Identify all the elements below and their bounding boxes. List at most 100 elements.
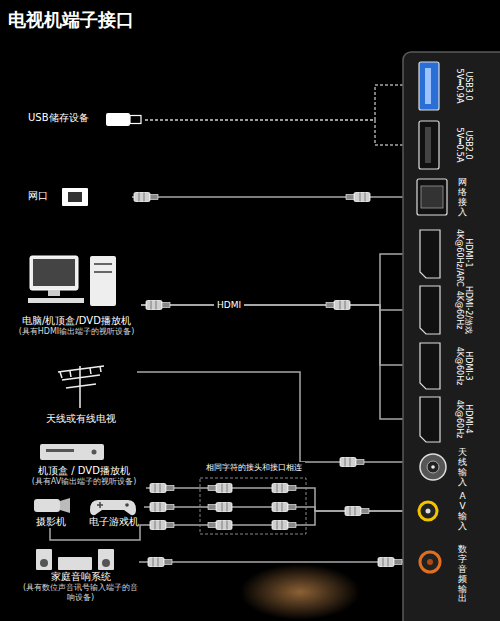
cable (145, 85, 414, 120)
digital-audio-port-pin (427, 559, 433, 565)
device-box: 摄影机 (22, 495, 80, 528)
port-label-box: 天线输入 (414, 446, 498, 490)
rca-plug (208, 484, 232, 493)
port-label: HDMI-4 4K@60Hz (455, 397, 473, 441)
title: 电视机端子接口 (8, 8, 134, 32)
antenna-port (420, 454, 446, 480)
ethernet-port (417, 179, 447, 215)
hdmi-port (420, 343, 440, 389)
device-name: 电脑/机顶盒/DVD播放机 (12, 314, 141, 327)
cable (139, 561, 414, 563)
speaker (36, 549, 52, 570)
cable-plug (146, 301, 170, 310)
port-label: HDMI-3 4K@60Hz (455, 343, 473, 389)
device-note: (具有HDMI输出端子的视听设备) (12, 327, 141, 337)
note-label: 相同字符的接头和接口相连 (203, 462, 305, 474)
cable-label: HDMI (214, 299, 244, 311)
network-icon (62, 188, 88, 206)
port-label: HDMI-1 4K@60Hz/ARC (455, 229, 473, 277)
cable-plug (346, 193, 370, 202)
av-port-pin (426, 509, 431, 514)
usb-stick-body (106, 113, 130, 126)
port-label: AV输入 (458, 492, 467, 532)
device-box: 电子游戏机 (84, 495, 144, 528)
cable-plug (148, 558, 172, 567)
cable-plug (134, 193, 158, 202)
speaker (98, 549, 114, 570)
cable (141, 305, 414, 419)
dvd-tray (46, 449, 74, 452)
device-name: 电子游戏机 (84, 515, 144, 528)
device-box: 天线或有线电视 (25, 362, 137, 425)
antenna (58, 366, 104, 408)
camera (34, 499, 60, 512)
antenna-port-inner (427, 461, 439, 473)
port-label-box: USB2.0 5V⎓0.5A (414, 117, 498, 173)
rca-plug (208, 521, 232, 530)
rca-plug (345, 507, 369, 516)
cable-plug (326, 301, 350, 310)
port-label-box: USB3.0 5V⎓0.9A (414, 58, 498, 114)
monitor-stand (48, 290, 60, 296)
ethernet-notch (421, 186, 443, 208)
pc-tower (90, 256, 116, 306)
cable-plug (340, 458, 364, 467)
usb3-tongue (425, 68, 431, 104)
watermark-glow (240, 564, 360, 620)
pc-tower-slot (94, 263, 112, 265)
device-name: 网口 (28, 189, 72, 202)
usb2-port (419, 121, 439, 169)
av-port (419, 502, 437, 520)
monitor-screen (33, 259, 75, 286)
port-label: USB3.0 5V⎓0.9A (455, 61, 473, 111)
rca-plug (272, 503, 296, 512)
dvd-player (40, 444, 104, 460)
rca-plug (150, 503, 174, 512)
usb3-port (419, 62, 439, 110)
device-box: 家庭音响系统(具有数位声音讯号输入端子的音响设备) (22, 546, 139, 603)
cable (137, 372, 414, 462)
port-label-box: HDMI-4 4K@60Hz (414, 394, 498, 444)
port-label-box: HDMI-3 4K@60Hz (414, 340, 498, 392)
rca-plug (208, 503, 232, 512)
rca-plug (150, 484, 174, 493)
hdmi-port (420, 397, 440, 442)
port-label: USB2.0 5V⎓0.5A (455, 120, 473, 170)
camera-lens (60, 498, 70, 513)
cable (141, 254, 414, 305)
rca-bracket (200, 478, 306, 534)
antenna-port-pin (431, 465, 435, 469)
device-note: (具有数位声音讯号输入端子的音响设备) (22, 583, 139, 603)
device-box: 电脑/机顶盒/DVD播放机(具有HDMI输出端子的视听设备) (12, 250, 141, 337)
network-icon-socket (68, 192, 82, 202)
dvd-button (92, 450, 97, 455)
port-label: HDMI-2/游戏 4K@60Hz (455, 285, 473, 335)
hdmi-port (420, 230, 440, 278)
port-label: 网络接入 (458, 178, 467, 218)
device-name: 摄影机 (22, 515, 80, 528)
tv-panel (403, 52, 500, 621)
device-box: 网口 (28, 189, 132, 202)
rca-plug (272, 484, 296, 493)
device-note: (具有AV输出端子的视听设备) (22, 477, 146, 487)
port-label-box: 网络接入 (414, 176, 498, 220)
device-name: USB储存设备 (28, 111, 107, 124)
usb2-tongue (425, 127, 431, 163)
hdmi-port (420, 286, 440, 334)
pc-tower-slot (94, 271, 112, 273)
rca-plug (272, 521, 296, 530)
device-name: 天线或有线电视 (25, 412, 137, 425)
speaker-cone (40, 559, 48, 567)
digital-audio-port (420, 552, 440, 572)
port-label: 数字音频输出 (458, 545, 467, 604)
monitor (30, 256, 78, 290)
port-label-box: HDMI-2/游戏 4K@60Hz (414, 282, 498, 338)
port-label-box: 数字音频输出 (414, 536, 498, 614)
controller-button (125, 503, 129, 507)
usb-stick-plug (130, 116, 141, 124)
port-label-box: AV输入 (414, 491, 498, 533)
device-box: 机顶盒 / DVD播放机(具有AV输出端子的视听设备) (22, 440, 146, 487)
keyboard (28, 298, 84, 303)
